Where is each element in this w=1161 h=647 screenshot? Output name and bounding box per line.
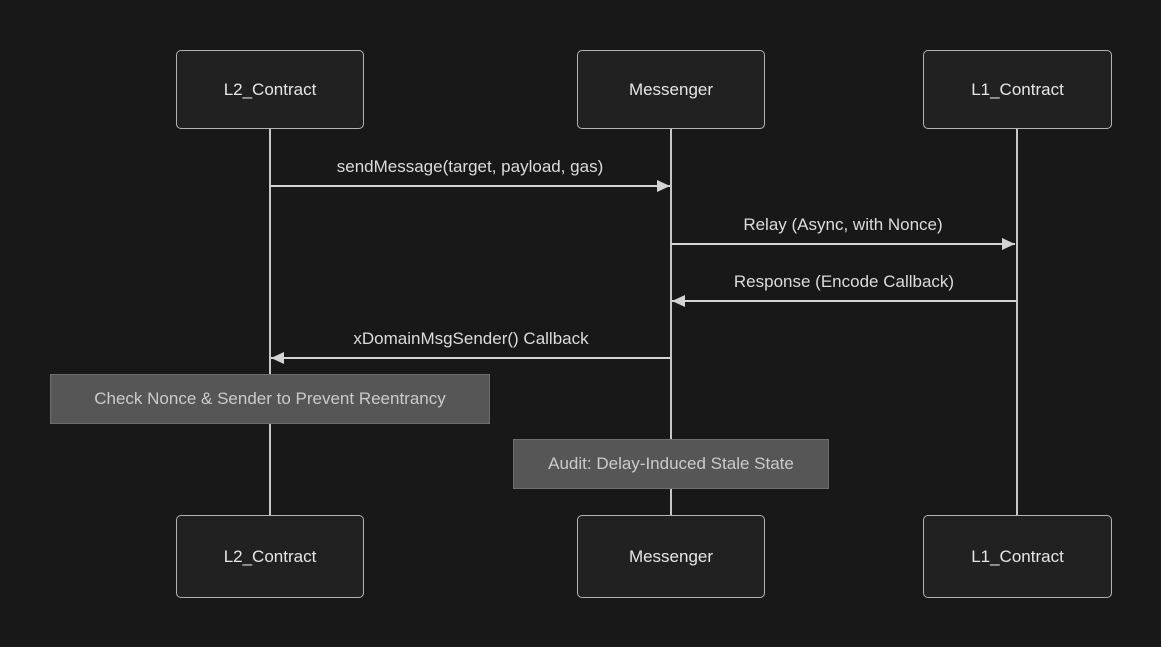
- lifeline-l2-contract: [269, 129, 271, 515]
- note-label: Audit: Delay-Induced Stale State: [548, 454, 794, 473]
- message-line-response: [672, 300, 1016, 302]
- arrowhead-left-icon: [672, 295, 685, 307]
- arrowhead-right-icon: [657, 180, 670, 192]
- message-label-xdomain-callback: xDomainMsgSender() Callback: [353, 329, 589, 348]
- actor-label: L1_Contract: [971, 79, 1064, 99]
- note-label: Check Nonce & Sender to Prevent Reentran…: [94, 389, 446, 408]
- arrowhead-right-icon: [1002, 238, 1015, 250]
- actor-label: L1_Contract: [971, 546, 1064, 566]
- actor-bottom-l2-contract: L2_Contract: [176, 515, 364, 598]
- message-label-relay: Relay (Async, with Nonce): [743, 215, 943, 234]
- message-label-response: Response (Encode Callback): [733, 272, 955, 291]
- actor-label: L2_Contract: [223, 546, 317, 566]
- lifeline-l1-contract: [1016, 129, 1018, 515]
- message-line-send-message: [270, 185, 670, 187]
- actor-bottom-l1-contract: L1_Contract: [923, 515, 1112, 598]
- actor-label: Messenger: [628, 79, 714, 99]
- message-label-send-message: sendMessage(target, payload, gas): [336, 157, 604, 176]
- note-audit-stale-state: Audit: Delay-Induced Stale State: [513, 439, 829, 489]
- message-line-xdomain-callback: [271, 357, 671, 359]
- message-line-relay: [671, 243, 1015, 245]
- actor-label: L2_Contract: [223, 79, 317, 99]
- actor-top-l2-contract: L2_Contract: [176, 50, 364, 129]
- note-check-nonce: Check Nonce & Sender to Prevent Reentran…: [50, 374, 490, 424]
- actor-label: Messenger: [628, 546, 714, 566]
- lifeline-messenger: [670, 129, 672, 515]
- actor-top-messenger: Messenger: [577, 50, 765, 129]
- actor-top-l1-contract: L1_Contract: [923, 50, 1112, 129]
- arrowhead-left-icon: [271, 352, 284, 364]
- actor-bottom-messenger: Messenger: [577, 515, 765, 598]
